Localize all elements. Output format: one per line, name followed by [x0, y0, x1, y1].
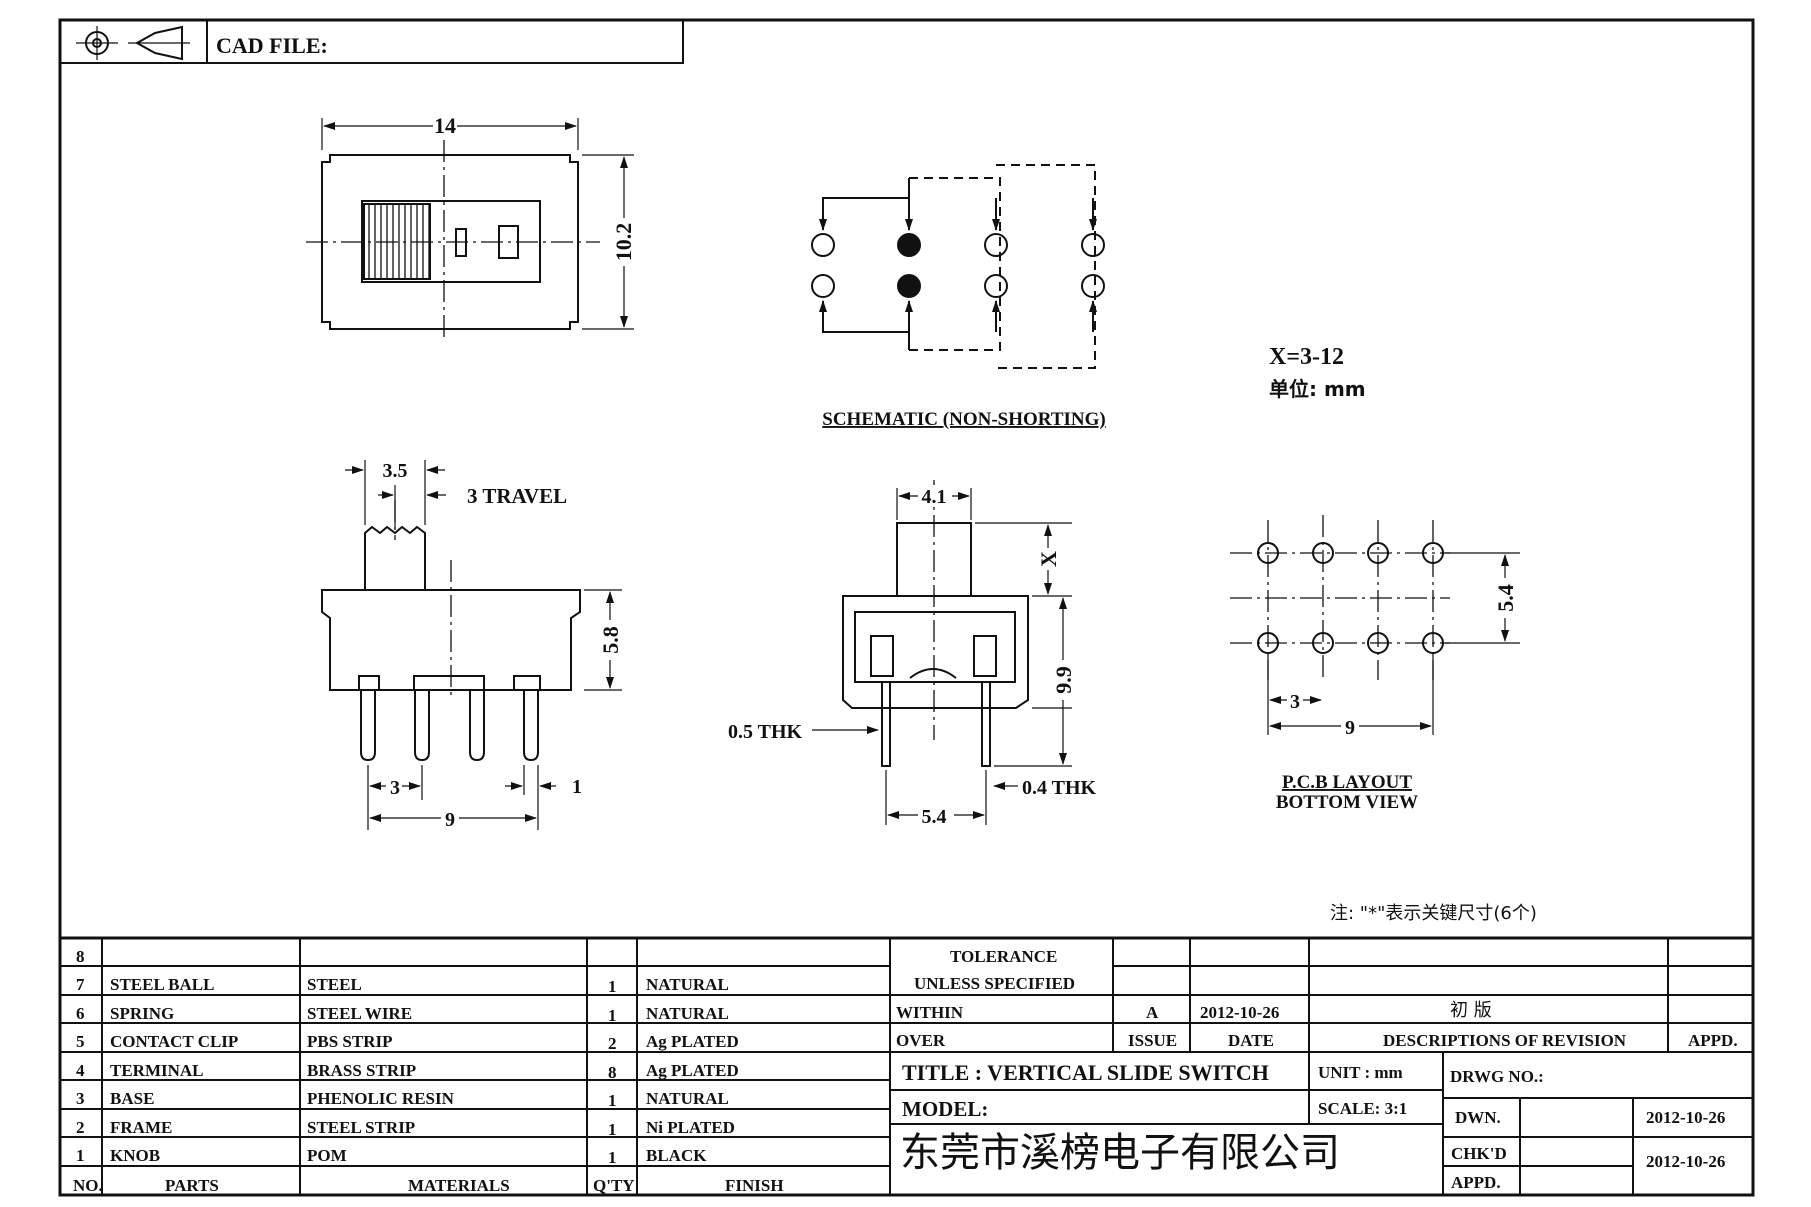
dim-top-height: 10.2	[611, 223, 636, 262]
dwn-date: 2012-10-26	[1646, 1108, 1726, 1127]
over-label: OVER	[896, 1031, 946, 1050]
row-no: 5	[76, 1032, 85, 1051]
row-material: STEEL	[307, 975, 362, 994]
chkd-date: 2012-10-26	[1646, 1152, 1726, 1171]
row-qty: 1	[608, 1120, 617, 1139]
parts-table	[60, 936, 1753, 1195]
row-material: BRASS STRIP	[307, 1061, 417, 1080]
bottom-view-label: BOTTOM VIEW	[1276, 792, 1418, 813]
row-part: CONTACT CLIP	[110, 1032, 239, 1051]
cad-file-label: CAD FILE:	[216, 33, 328, 58]
row-part: TERMINAL	[110, 1061, 204, 1080]
dim-thk-05: 0.5 THK	[728, 721, 803, 743]
issue-value: A	[1146, 1003, 1159, 1022]
row-no: 7	[76, 975, 85, 994]
top-view: 14 10.2	[306, 113, 636, 342]
header-parts: PARTS	[165, 1176, 219, 1195]
unit-note: 单位: mm	[1269, 377, 1366, 401]
dim-knob-width: 3.5	[383, 460, 408, 482]
x-range-label: X=3-12	[1269, 344, 1344, 370]
header-finish: FINISH	[725, 1176, 784, 1195]
row-material: POM	[307, 1146, 347, 1165]
dim-pin-pitch: 3	[390, 777, 400, 799]
row-qty: 1	[608, 1148, 617, 1167]
front-view: 4.1 X 9.9 0.5 THK 0.4 THK 5.4	[728, 480, 1097, 828]
unit-label: UNIT : mm	[1318, 1063, 1403, 1082]
row-finish: NATURAL	[646, 1004, 729, 1023]
drawing-title: TITLE : VERTICAL SLIDE SWITCH	[902, 1060, 1269, 1085]
row-part: KNOB	[110, 1146, 161, 1165]
dim-front-x: X	[1036, 551, 1061, 567]
row-qty: 1	[608, 1006, 617, 1025]
header-materials: MATERIALS	[408, 1176, 510, 1195]
issue-label: ISSUE	[1128, 1031, 1178, 1050]
dim-pcb-height: 5.4	[1493, 584, 1518, 612]
revision-value: 初 版	[1450, 1000, 1492, 1021]
row-finish: Ni PLATED	[646, 1118, 735, 1137]
row-part: BASE	[110, 1089, 155, 1108]
drwg-no-label: DRWG NO.:	[1450, 1067, 1544, 1086]
dim-thk-04: 0.4 THK	[1022, 777, 1097, 799]
dim-travel: 3 TRAVEL	[467, 484, 567, 508]
header-qty: Q'TY	[593, 1176, 635, 1195]
title-block	[890, 938, 1753, 1195]
scale-label: SCALE: 3:1	[1318, 1099, 1408, 1118]
descriptions-label: DESCRIPTIONS OF REVISION	[1383, 1031, 1627, 1050]
model-label: MODEL:	[902, 1097, 989, 1121]
dim-pin-width: 1	[572, 776, 582, 798]
row-part: STEEL BALL	[110, 975, 215, 994]
row-material: STEEL STRIP	[307, 1118, 416, 1137]
row-finish: NATURAL	[646, 975, 729, 994]
row-part: SPRING	[110, 1004, 175, 1023]
tolerance-label: TOLERANCE	[950, 947, 1058, 966]
date-label: DATE	[1228, 1031, 1274, 1050]
schematic-label: SCHEMATIC (NON-SHORTING)	[822, 409, 1105, 430]
row-finish: NATURAL	[646, 1089, 729, 1108]
dwn-label: DWN.	[1455, 1108, 1501, 1127]
row-no: 6	[76, 1004, 85, 1023]
row-material: PBS STRIP	[307, 1032, 393, 1051]
appd2-label: APPD.	[1451, 1173, 1501, 1192]
header-no: NO.	[73, 1176, 103, 1195]
company-name: 东莞市溪榜电子有限公司	[900, 1130, 1340, 1176]
dim-front-knob: 4.1	[922, 486, 947, 508]
dim-top-width: 14	[434, 113, 456, 138]
header-box: CAD FILE:	[59, 19, 684, 64]
row-qty: 1	[608, 1091, 617, 1110]
schematic: SCHEMATIC (NON-SHORTING)	[811, 164, 1106, 430]
key-dimension-note: 注: "*"表示关键尺寸(6个)	[1330, 903, 1537, 924]
row-finish: BLACK	[646, 1146, 707, 1165]
row-material: PHENOLIC RESIN	[307, 1089, 454, 1108]
dim-pin-span: 9	[445, 809, 455, 831]
pcb-layout: 5.4 3 9 P.C.B LAYOUT BOTTOM VIEW	[1230, 515, 1520, 813]
drawing-border	[58, 18, 1755, 1197]
row-no: 3	[76, 1089, 85, 1108]
row-finish: Ag PLATED	[646, 1032, 739, 1051]
dim-front-span: 5.4	[922, 806, 947, 828]
dim-front-height: 9.9	[1051, 666, 1076, 694]
row-no: 1	[76, 1146, 85, 1165]
row-part: FRAME	[110, 1118, 173, 1137]
dim-pcb-span: 9	[1345, 717, 1355, 739]
row-qty: 1	[608, 977, 617, 996]
chkd-label: CHK'D	[1451, 1144, 1507, 1163]
within-label: WITHIN	[896, 1003, 964, 1022]
side-view: 3.5 3 TRAVEL 5.8 3 1 9	[321, 459, 624, 831]
row-no: 2	[76, 1118, 85, 1137]
dim-pcb-pitch: 3	[1290, 691, 1300, 713]
row-finish: Ag PLATED	[646, 1061, 739, 1080]
projection-symbol-icon	[76, 25, 190, 61]
row-material: STEEL WIRE	[307, 1004, 413, 1023]
dim-side-height: 5.8	[598, 626, 623, 654]
appd-label: APPD.	[1688, 1031, 1738, 1050]
row-qty: 8	[608, 1063, 617, 1082]
row-no: 8	[76, 947, 85, 966]
date-value: 2012-10-26	[1200, 1003, 1280, 1022]
pcb-layout-label: P.C.B LAYOUT	[1282, 772, 1412, 793]
unless-specified-label: UNLESS SPECIFIED	[914, 974, 1076, 993]
row-no: 4	[76, 1061, 85, 1080]
row-qty: 2	[608, 1034, 617, 1053]
